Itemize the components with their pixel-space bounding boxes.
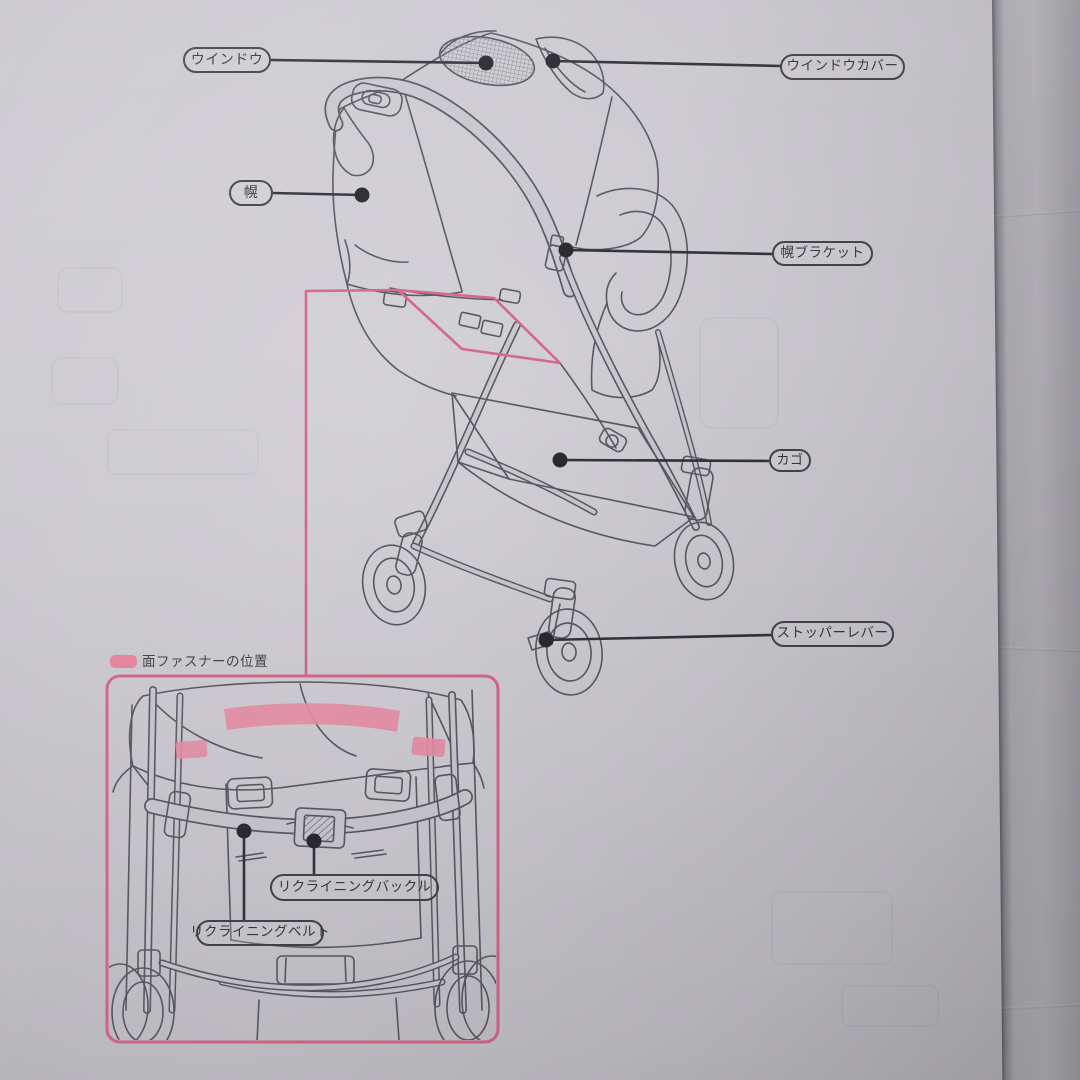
velcro-legend-swatch — [110, 655, 137, 668]
rear-view-inset-art — [109, 681, 496, 1040]
velcro-legend-label: 面ファスナーの位置 — [142, 654, 268, 670]
velcro-region-outline — [105, 288, 562, 1044]
callout-label-stopper-lever: ストッパーレバー — [771, 621, 894, 647]
basket — [451, 392, 695, 547]
front-wheel — [361, 544, 427, 626]
callout-label-reclining-buckle: リクライニングバックル — [270, 874, 439, 901]
callout-label-hood: 幌 — [229, 180, 273, 206]
armrest-ring — [590, 187, 689, 399]
callout-label-basket: カゴ — [769, 449, 811, 472]
stroller-side-view-art — [324, 30, 735, 696]
callout-label-reclining-belt: リクライニングベルト — [190, 920, 330, 946]
callout-label-window-cover: ウインドウカバー — [780, 54, 905, 80]
seat-body — [346, 283, 617, 449]
callout-label-hood-bracket: 幌ブラケット — [772, 241, 873, 266]
frame-tubes — [410, 234, 712, 603]
bleed-through-ghosts — [51, 267, 939, 1027]
rear-left-wheel-fork — [543, 577, 577, 639]
rear-right-wheel-fork — [680, 455, 714, 521]
callout-label-window: ウインドウ — [183, 47, 271, 73]
callout-dots — [236, 53, 574, 849]
window-cover-flap — [535, 36, 605, 100]
front-wheel-fork — [394, 510, 428, 576]
velcro-position-strips — [175, 703, 446, 759]
rear-left-wheel — [535, 608, 603, 696]
handle-bar — [324, 76, 578, 298]
rear-right-wheel — [673, 521, 735, 601]
